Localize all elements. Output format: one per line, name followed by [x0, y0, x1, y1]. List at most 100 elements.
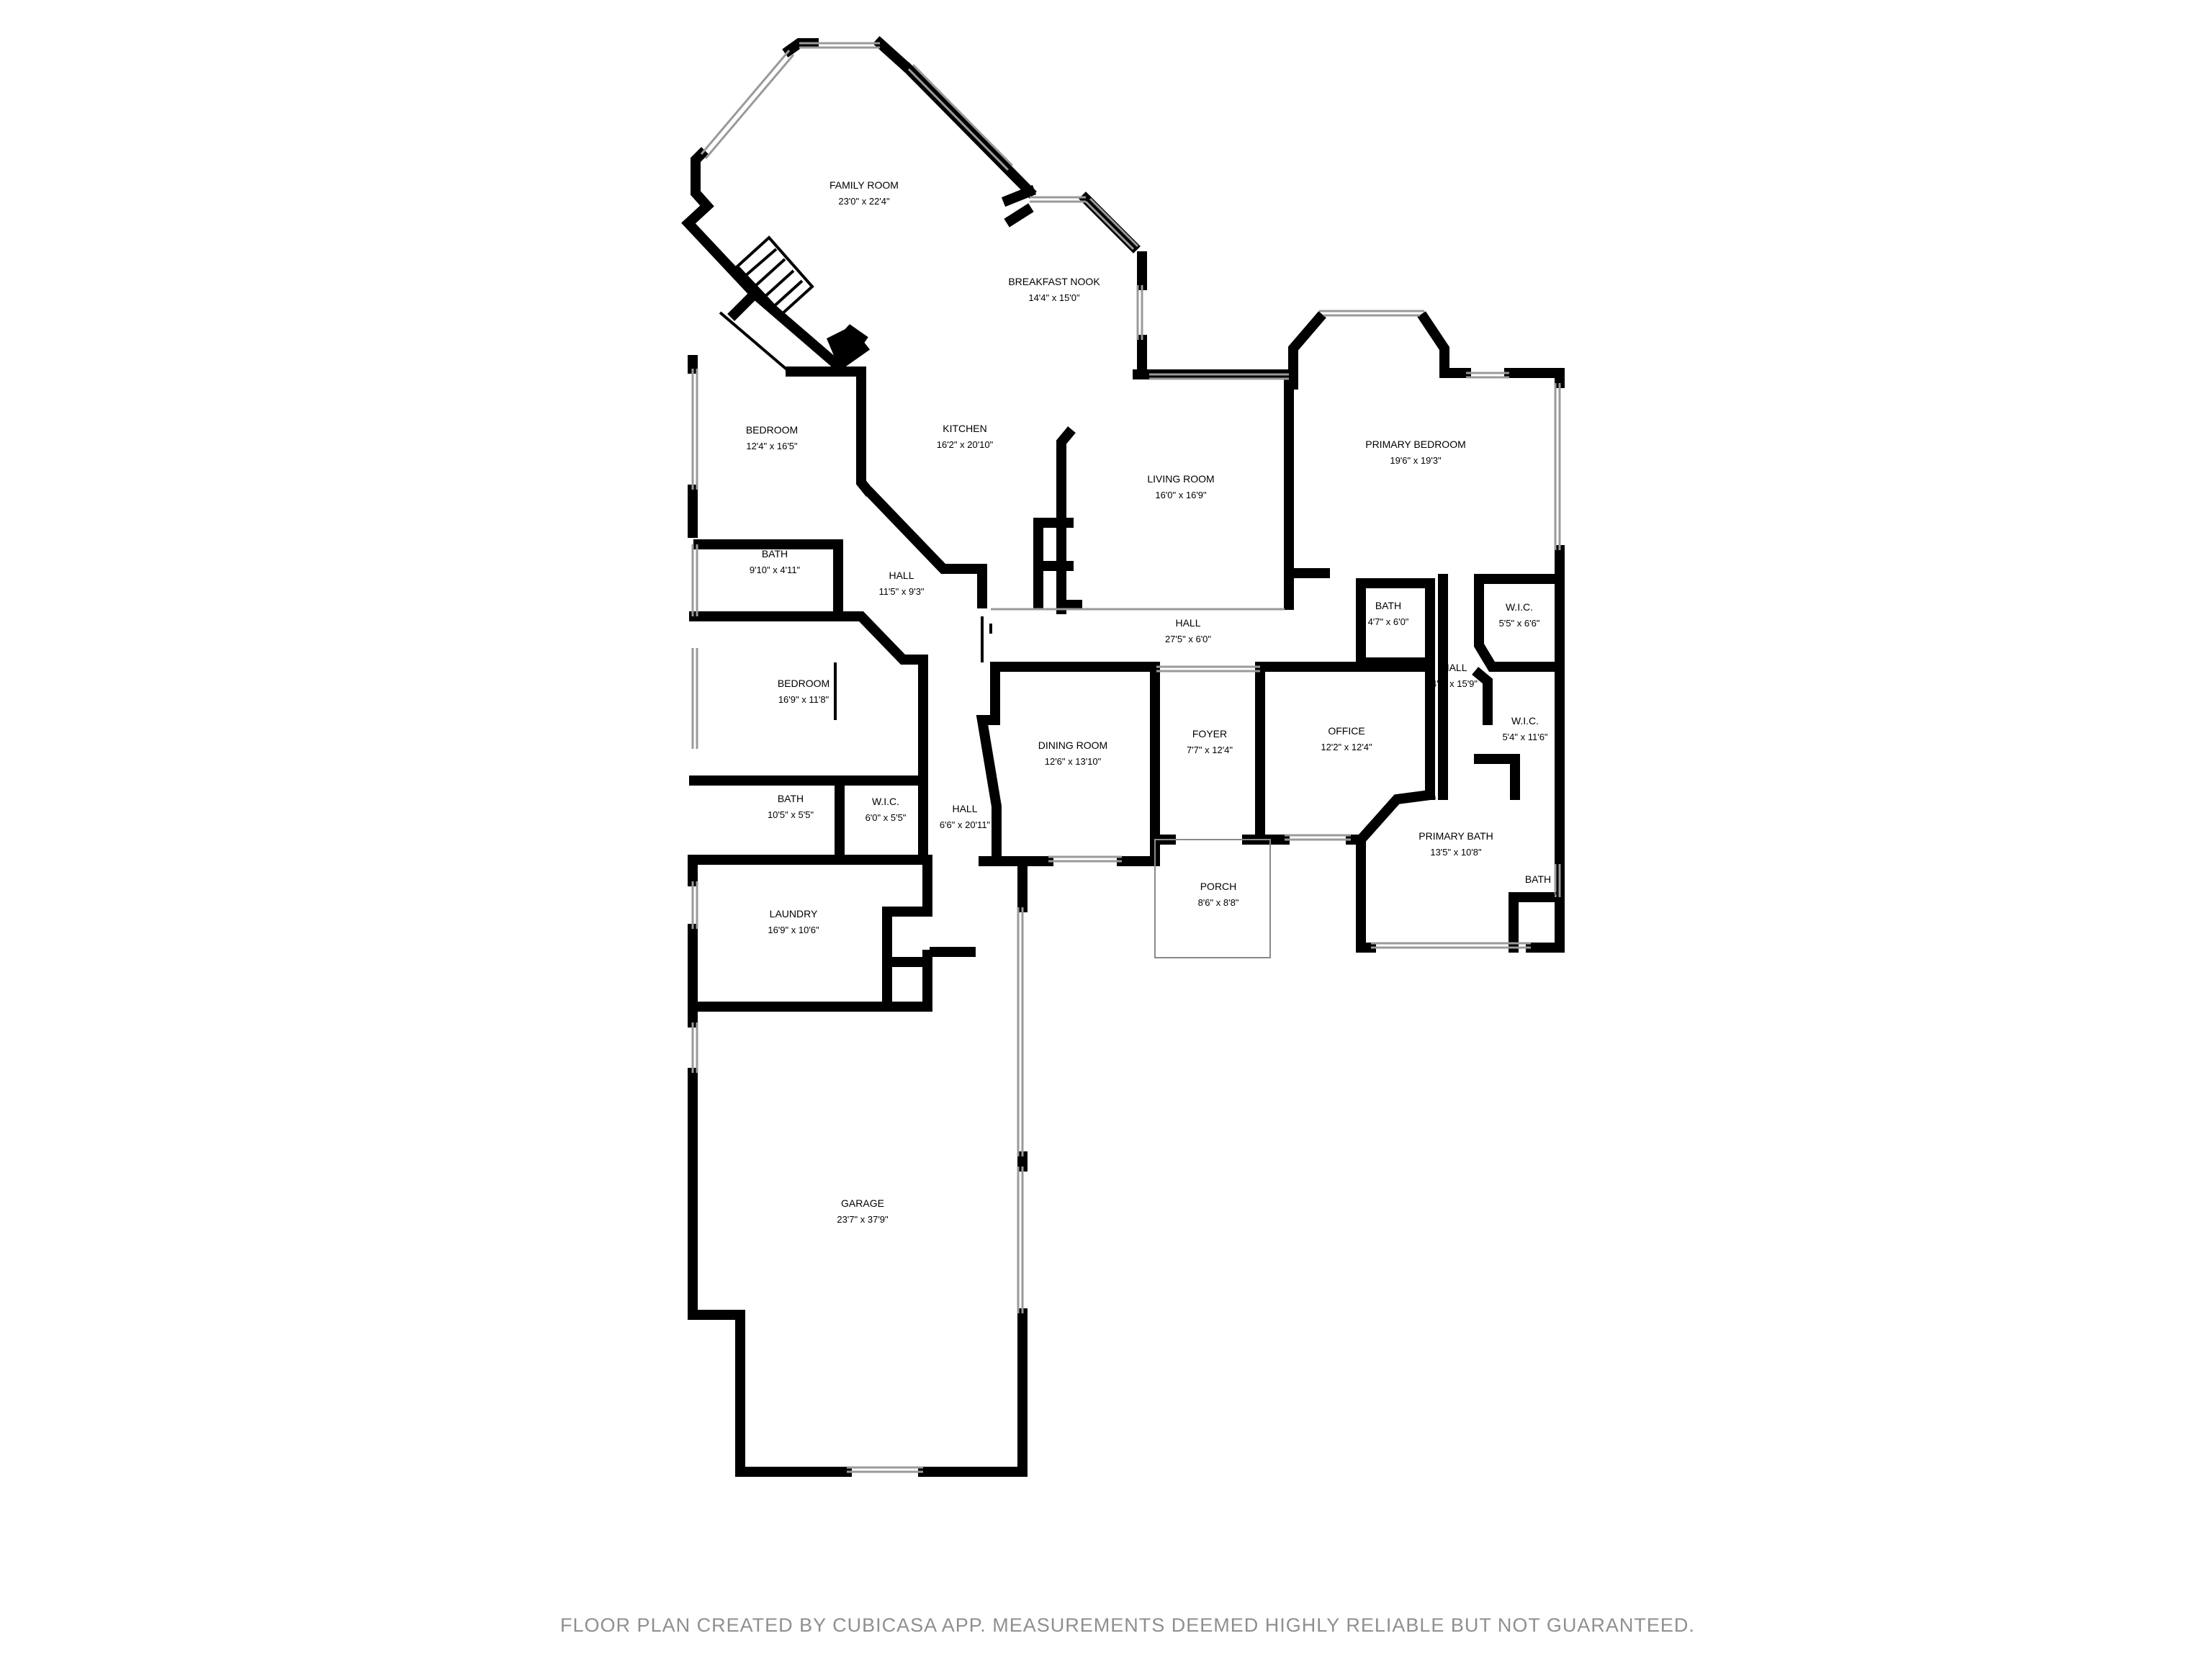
window — [1466, 372, 1509, 379]
svg-text:16'0" x 16'9": 16'0" x 16'9" — [1155, 490, 1207, 500]
svg-text:BATH: BATH — [1525, 873, 1551, 885]
primary-bedroom-walls — [1288, 311, 1565, 953]
window — [1554, 383, 1561, 550]
footer-disclaimer: FLOOR PLAN CREATED BY CUBICASA APP. MEAS… — [560, 1614, 1695, 1636]
svg-text:PRIMARY BEDROOM: PRIMARY BEDROOM — [1365, 439, 1466, 450]
window — [700, 50, 795, 159]
svg-text:BREAKFAST NOOK: BREAKFAST NOOK — [1008, 276, 1100, 287]
room-wic-3: W.I.C. 6'0" x 5'5" — [866, 796, 907, 823]
room-bath-4: BATH 3'1" x 6'0" — [1518, 873, 1559, 901]
window — [1030, 196, 1086, 203]
svg-text:12'2" x 12'4": 12'2" x 12'4" — [1321, 742, 1372, 752]
window — [1136, 285, 1143, 340]
svg-text:23'7" x 37'9": 23'7" x 37'9" — [837, 1214, 889, 1225]
svg-text:11'5" x 9'3": 11'5" x 9'3" — [878, 586, 924, 597]
svg-text:DINING ROOM: DINING ROOM — [1038, 739, 1107, 751]
window — [691, 544, 698, 616]
room-foyer: FOYER 7'7" x 12'4" — [1187, 728, 1233, 755]
svg-text:KITCHEN: KITCHEN — [943, 423, 986, 434]
room-primary-bath: PRIMARY BATH 13'5" x 10'8" — [1419, 830, 1493, 858]
svg-text:16'2" x 20'10": 16'2" x 20'10" — [937, 439, 994, 450]
room-bath-2: BATH 4'7" x 6'0" — [1368, 600, 1409, 627]
window — [1017, 907, 1024, 1156]
svg-text:BATH: BATH — [1375, 600, 1401, 611]
window — [691, 369, 698, 490]
room-family-room: FAMILY ROOM 23'0" x 22'4" — [830, 179, 899, 207]
svg-text:BATH: BATH — [762, 548, 788, 559]
laundry-walls — [688, 855, 976, 1028]
svg-text:12'4" x 16'5": 12'4" x 16'5" — [746, 441, 798, 451]
svg-text:4'0" x 15'9": 4'0" x 15'9" — [1431, 678, 1478, 689]
svg-text:12'6" x 13'10": 12'6" x 13'10" — [1045, 756, 1102, 767]
svg-text:8'6" x 8'8": 8'6" x 8'8" — [1198, 897, 1239, 908]
svg-text:6'0" x 5'5": 6'0" x 5'5" — [866, 812, 907, 823]
svg-text:FAMILY ROOM: FAMILY ROOM — [830, 179, 899, 191]
svg-text:7'7" x 12'4": 7'7" x 12'4" — [1187, 745, 1233, 755]
window — [847, 1466, 923, 1473]
window — [691, 1022, 698, 1073]
svg-text:BEDROOM: BEDROOM — [778, 678, 830, 689]
svg-text:W.I.C.: W.I.C. — [1511, 715, 1539, 727]
window — [1319, 310, 1424, 317]
svg-text:PORCH: PORCH — [1200, 881, 1237, 892]
svg-text:4'7" x 6'0": 4'7" x 6'0" — [1368, 616, 1409, 627]
garage-walls — [688, 856, 1028, 1477]
room-wic-2: W.I.C. 5'4" x 11'6" — [1502, 715, 1547, 742]
window — [1554, 864, 1561, 897]
room-dining-room: DINING ROOM 12'6" x 13'10" — [1038, 739, 1107, 767]
svg-text:PRIMARY BATH: PRIMARY BATH — [1419, 830, 1493, 842]
room-bedroom-2: BEDROOM 16'9" x 11'8" — [778, 678, 830, 705]
svg-text:23'0" x 22'4": 23'0" x 22'4" — [838, 196, 890, 207]
window — [907, 63, 1014, 171]
window — [799, 42, 880, 49]
porch-outline — [1154, 839, 1271, 958]
svg-text:W.I.C.: W.I.C. — [872, 796, 899, 807]
wic-walls — [1438, 574, 1565, 953]
svg-text:6'6" x 20'11": 6'6" x 20'11" — [940, 819, 991, 830]
svg-text:HALL: HALL — [889, 570, 914, 581]
bedroom-walls — [688, 355, 874, 549]
svg-text:13'5" x 10'8": 13'5" x 10'8" — [1430, 847, 1482, 858]
svg-text:HALL: HALL — [1175, 617, 1200, 629]
window — [1285, 834, 1351, 841]
room-bath: BATH 9'10" x 4'11" — [750, 548, 801, 575]
window — [691, 881, 698, 929]
svg-text:14'4" x 15'0": 14'4" x 15'0" — [1028, 292, 1080, 303]
kitchen-walls — [864, 426, 1076, 614]
svg-text:OFFICE: OFFICE — [1328, 725, 1364, 737]
interior-thin-walls — [719, 311, 992, 720]
svg-text:16'9" x 11'8": 16'9" x 11'8" — [778, 694, 830, 705]
svg-text:3'1" x 6'0": 3'1" x 6'0" — [1518, 890, 1559, 901]
window — [1048, 855, 1122, 863]
svg-text:9'10" x 4'11": 9'10" x 4'11" — [750, 565, 801, 575]
window — [1156, 665, 1260, 673]
svg-text:5'5" x 6'6": 5'5" x 6'6" — [1499, 618, 1540, 629]
svg-text:GARAGE: GARAGE — [841, 1197, 884, 1209]
svg-text:5'4" x 11'6": 5'4" x 11'6" — [1502, 732, 1547, 742]
windows — [691, 42, 1561, 1473]
breakfast-nook-walls — [1004, 192, 1154, 379]
room-porch: PORCH 8'6" x 8'8" — [1198, 881, 1239, 908]
svg-text:W.I.C.: W.I.C. — [1506, 601, 1533, 613]
walls — [681, 36, 1565, 1477]
room-wic: W.I.C. 5'5" x 6'6" — [1499, 601, 1540, 629]
window — [1017, 1166, 1024, 1313]
window — [1084, 197, 1139, 251]
svg-text:LIVING ROOM: LIVING ROOM — [1147, 473, 1214, 485]
bedroom-2-walls — [689, 775, 928, 865]
room-office: OFFICE 12'2" x 12'4" — [1321, 725, 1372, 752]
room-breakfast-nook: BREAKFAST NOOK 14'4" x 15'0" — [1008, 276, 1100, 303]
window — [1371, 942, 1531, 949]
svg-text:FOYER: FOYER — [1192, 728, 1227, 739]
room-kitchen: KITCHEN 16'2" x 20'10" — [937, 423, 994, 450]
room-living-room: LIVING ROOM 16'0" x 16'9" — [1147, 473, 1214, 500]
svg-text:BEDROOM: BEDROOM — [746, 424, 798, 436]
hall-bath-walls — [689, 539, 928, 790]
room-hall: HALL 11'5" x 9'3" — [878, 570, 924, 597]
svg-text:10'5" x 5'5": 10'5" x 5'5" — [768, 809, 814, 820]
